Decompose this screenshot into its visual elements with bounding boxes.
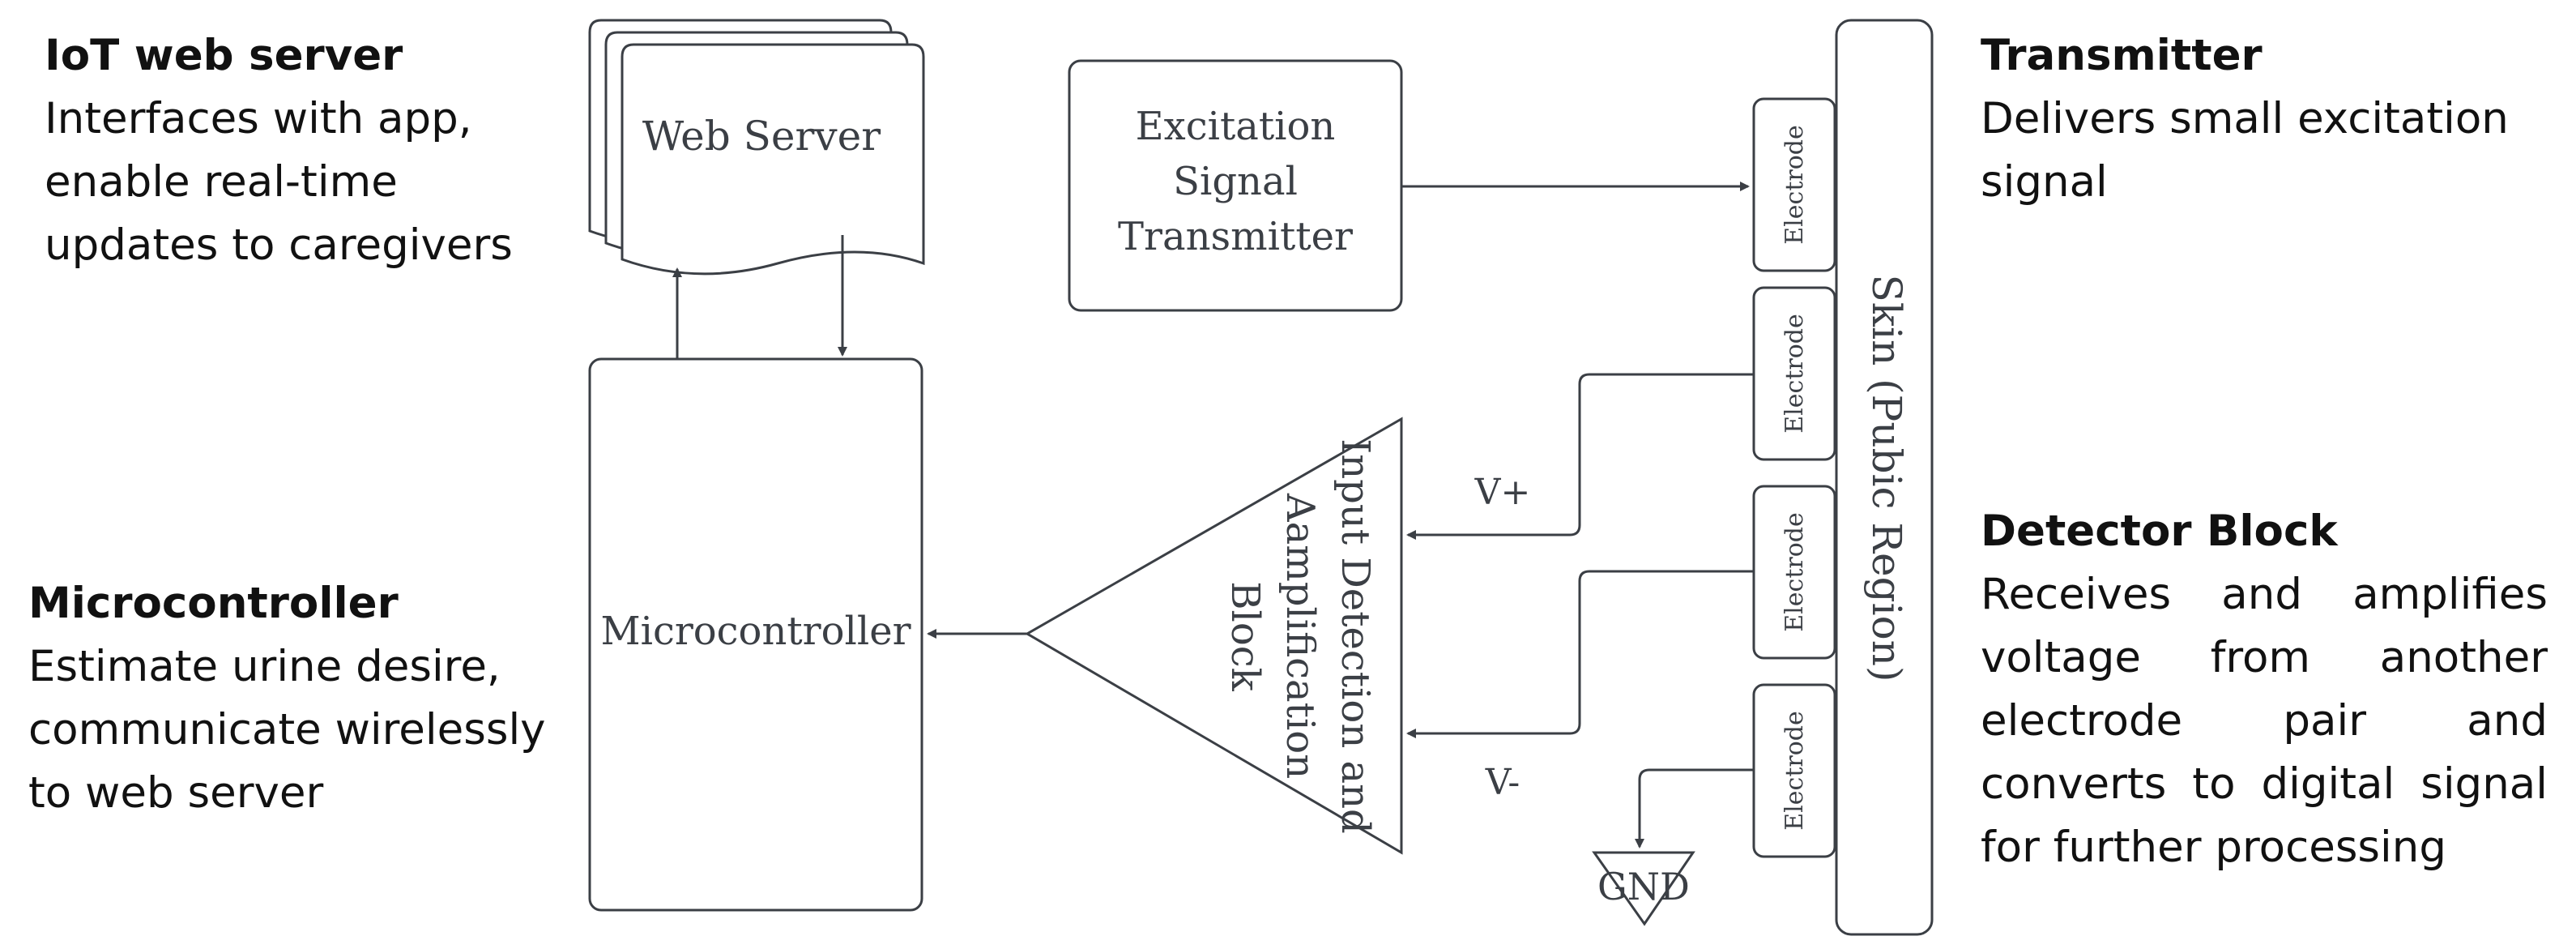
microcontroller-caption-line-1: Estimate urine desire, bbox=[28, 642, 501, 691]
detector-caption-line-2: voltage from another bbox=[1981, 633, 2548, 682]
skin-block bbox=[1835, 19, 1934, 936]
detector-caption-line-3: electrode pair and bbox=[1981, 696, 2548, 746]
microcontroller-caption-title: Microcontroller bbox=[28, 579, 399, 628]
microcontroller-block bbox=[588, 357, 923, 912]
gnd-wire bbox=[1635, 768, 1754, 849]
electrode-1 bbox=[1752, 97, 1836, 272]
detector-caption: Detector Block Receives and amplifies vo… bbox=[1981, 500, 2548, 879]
amplifier-label-1: Input Detection and bbox=[1333, 438, 1378, 834]
electrode-label-3: Electrode bbox=[1781, 512, 1809, 631]
electrode-label-4: Electrode bbox=[1781, 711, 1809, 830]
transmitter-caption-title: Transmitter bbox=[1981, 31, 2263, 80]
transmitter-caption-line-2: signal bbox=[1981, 157, 2108, 207]
v-plus-wire bbox=[1406, 373, 1754, 540]
iot-caption-line-1: Interfaces with app, bbox=[45, 94, 472, 143]
v-plus-label: V+ bbox=[1474, 472, 1531, 513]
microcontroller-label: Microcontroller bbox=[600, 609, 911, 654]
skin-label: Skin (Pubic Region) bbox=[1863, 275, 1910, 682]
gnd-label: GND bbox=[1597, 865, 1690, 908]
detector-caption-line-1: Receives and amplifies bbox=[1981, 570, 2548, 619]
amplifier-label-3: Block bbox=[1222, 581, 1268, 691]
transmitter-caption-line-1: Delivers small excitation bbox=[1981, 94, 2509, 143]
microcontroller-caption: Microcontroller Estimate urine desire, c… bbox=[28, 572, 571, 825]
web-server-block bbox=[588, 19, 925, 276]
amplifier-triangle bbox=[1025, 417, 1403, 855]
gnd-symbol bbox=[1592, 851, 1695, 926]
web-server-label: Web Server bbox=[642, 113, 881, 160]
amplifier-label-2: Aamplification bbox=[1277, 493, 1323, 779]
excitation-label-2: Signal bbox=[1173, 159, 1298, 204]
electrode-label-2: Electrode bbox=[1781, 314, 1809, 433]
v-minus-wire bbox=[1406, 570, 1754, 738]
excitation-label-3: Transmitter bbox=[1118, 214, 1353, 259]
detector-caption-line-5: for further processing bbox=[1981, 823, 2447, 872]
microcontroller-caption-line-3: to web server bbox=[28, 768, 324, 818]
transmitter-caption: Transmitter Delivers small excitation si… bbox=[1981, 24, 2548, 214]
excitation-label-1: Excitation bbox=[1136, 104, 1336, 149]
iot-caption-title: IoT web server bbox=[45, 31, 403, 80]
detector-caption-title: Detector Block bbox=[1981, 507, 2338, 556]
iot-caption: IoT web server Interfaces with app, enab… bbox=[45, 24, 563, 277]
iot-caption-line-2: enable real-time bbox=[45, 157, 398, 207]
iot-caption-line-3: updates to caregivers bbox=[45, 220, 513, 270]
microcontroller-caption-line-2: communicate wirelessly bbox=[28, 705, 546, 754]
electrode-label-1: Electrode bbox=[1781, 125, 1809, 244]
detector-caption-line-4: converts to digital signal bbox=[1981, 759, 2548, 809]
v-minus-label: V- bbox=[1485, 762, 1520, 803]
